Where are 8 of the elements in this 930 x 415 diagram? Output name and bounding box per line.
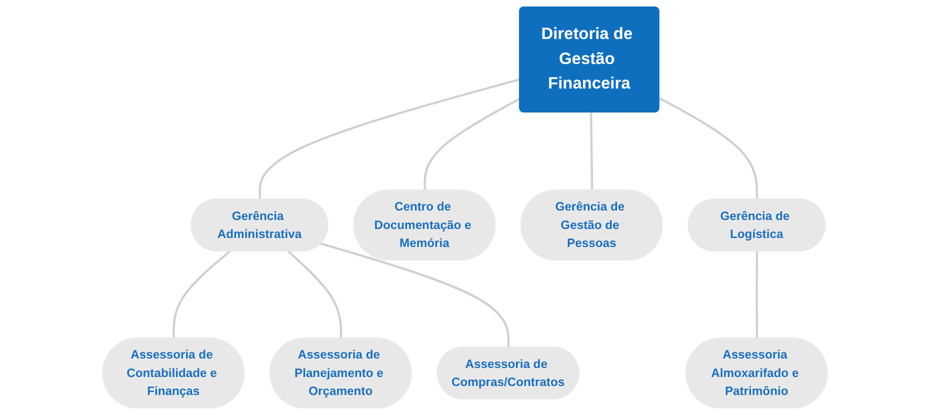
connector [288,250,342,338]
connector [424,98,520,190]
connector [658,97,758,200]
connector [590,112,594,190]
connector [320,242,510,348]
connector [172,250,230,338]
connector [756,251,758,338]
connector [258,78,520,200]
